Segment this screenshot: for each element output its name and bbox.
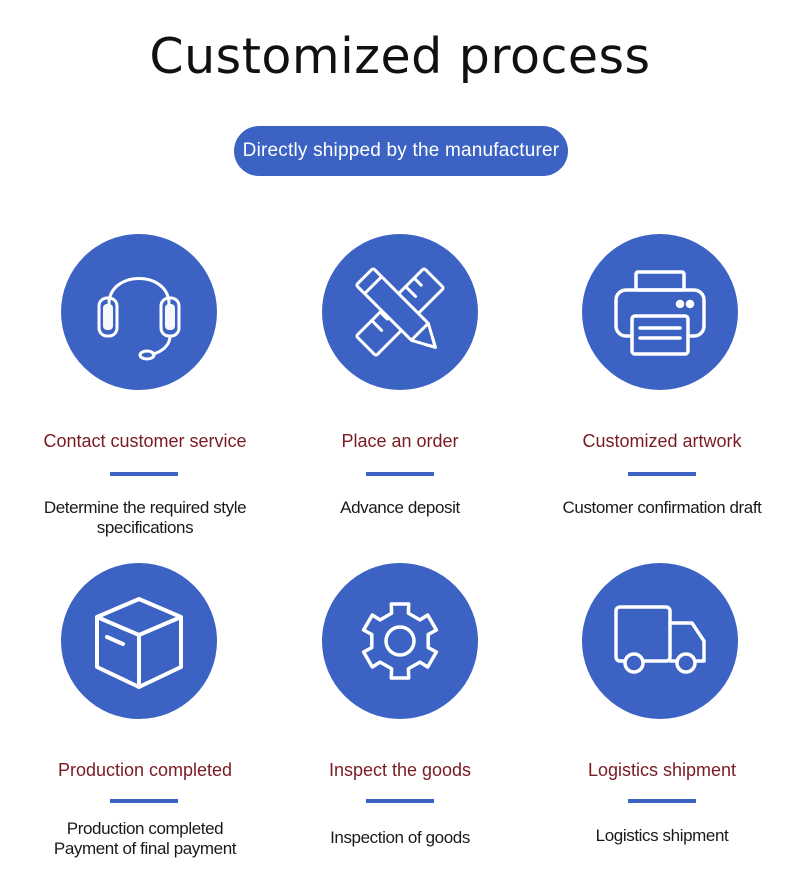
step-title: Contact customer service	[43, 431, 247, 451]
step-divider	[628, 472, 696, 476]
step-divider	[110, 472, 178, 476]
step-divider	[366, 799, 434, 803]
step-description: Customer confirmation draft	[562, 498, 762, 517]
step-title: Logistics shipment	[587, 760, 737, 780]
gear-icon	[322, 563, 478, 719]
step-description: Inspection of goods	[330, 828, 470, 847]
printer-icon	[582, 234, 738, 390]
step-divider	[110, 799, 178, 803]
manufacturer-badge: Directly shipped by the manufacturer	[234, 126, 568, 176]
step-divider	[366, 472, 434, 476]
step-description: Advance deposit	[340, 498, 460, 517]
step-title: Place an order	[341, 431, 459, 451]
box-icon	[61, 563, 217, 719]
headset-icon	[61, 234, 217, 390]
step-divider	[628, 799, 696, 803]
step-title: Production completed	[57, 760, 233, 780]
step-title: Customized artwork	[582, 431, 742, 451]
step-description: Logistics shipment	[595, 826, 729, 845]
step-description: Production completed Payment of final pa…	[53, 819, 237, 858]
truck-icon	[582, 563, 738, 719]
step-description: Determine the required style specificati…	[43, 498, 247, 537]
page-title: Customized process	[149, 28, 651, 85]
pencil-ruler-icon	[322, 234, 478, 390]
step-title: Inspect the goods	[328, 760, 472, 780]
